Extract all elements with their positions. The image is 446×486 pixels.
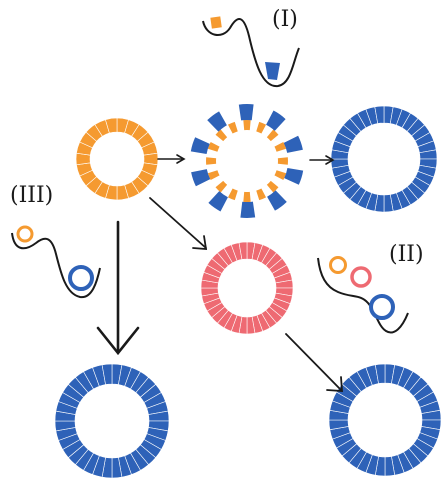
orange-dash-segment [215,129,228,142]
orange-dash-segment [206,157,217,165]
orange-dash-segment [256,188,267,201]
blue-block-segment [266,110,286,131]
arrow-transition-to-blue-head [325,155,335,165]
arrows [96,154,343,392]
orange-dash-segment [227,188,238,201]
blue-ring-bottom-right [328,363,442,477]
orange-dash-segment [227,121,238,134]
blue-block-segment [283,135,303,153]
arrow-red-to-blue-bottom-right-head [326,376,343,392]
blue-block-segment [208,191,228,212]
orange-bead [16,225,34,243]
orange-start-ring [75,117,159,201]
energy-landscape-ii [317,256,409,334]
orange-dash-segment [274,170,287,181]
orange-dash-segment [266,180,279,193]
red-bead [350,266,372,288]
arrow-orange-to-red [149,197,207,249]
orange-dash-segment [243,120,251,131]
label-pathway-iii: (III) [10,183,54,208]
red-ring [200,241,294,335]
orange-bead [329,256,347,274]
orange-dash-segment [207,141,220,152]
label-pathway-i: (I) [272,7,298,32]
blue-block-segment [207,111,227,132]
ring-segment [374,363,386,384]
orange-dash-segment [266,129,279,142]
blue-bead [68,265,94,291]
arrow-orange-to-transition-head [176,154,186,164]
ring-segment [238,241,248,260]
landscape-ii-curve [317,257,409,334]
arrow-red-to-blue-bottom-right [285,333,342,391]
energy-landscape-i [202,16,300,88]
blue-bead [369,294,395,320]
orange-dash-segment [215,180,228,193]
landscape-iii-curve [11,232,101,299]
orange-dash-segment [277,157,288,165]
blue-block-segment [240,201,256,219]
blue-ring-right [330,105,438,213]
blue-block-segment [191,169,211,187]
ring-segment [105,117,118,134]
arrow-orange-to-blue-bottom-left-head [96,326,140,356]
orange-dash-segment [207,170,220,181]
label-pathway-ii: (II) [389,242,424,267]
blue-trapezoid-bead [265,62,280,80]
arrow-orange-to-red-head [192,235,208,250]
orange-square-bead [210,16,222,29]
blue-block-segment [190,137,210,155]
blue-ring-bottom-left [54,363,170,479]
orange-dash-segment [243,191,251,202]
energy-landscape-iii [11,225,101,299]
ring-segment [374,105,385,124]
landscape-i-curve [202,18,300,88]
blue-block-segment [284,167,304,185]
blue-block-segment [267,190,287,211]
orange-dash-segment [274,141,287,152]
transition-ring [190,103,304,219]
blue-block-segment [238,103,254,121]
orange-dash-segment [256,121,267,134]
ring-segment [101,363,113,385]
